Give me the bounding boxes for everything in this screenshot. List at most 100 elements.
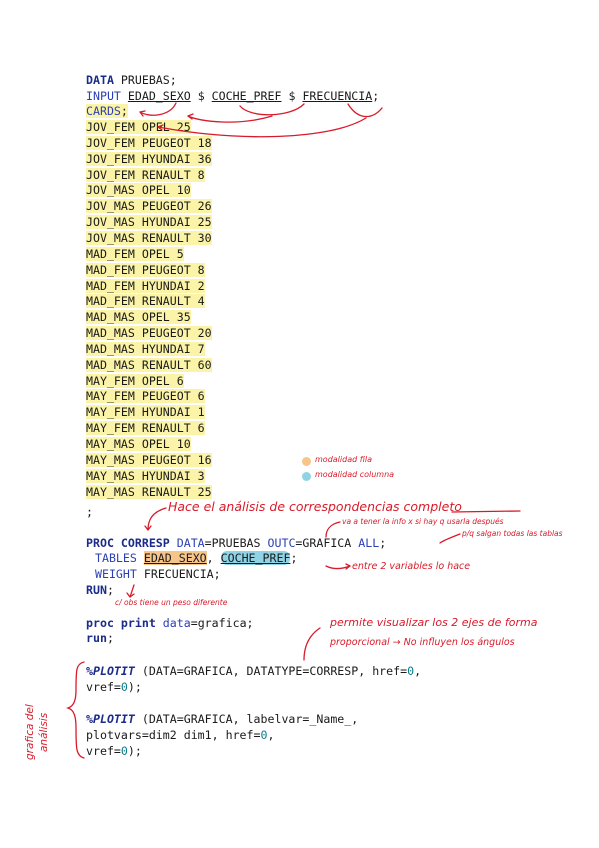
number: 0 bbox=[407, 664, 415, 678]
note-permite-1: permite visualizar los 2 ejes de forma bbox=[330, 616, 538, 629]
data-row: MAD_MAS HYUNDAI 7 bbox=[86, 341, 205, 357]
option-value: =GRAFICA bbox=[295, 536, 359, 550]
data-row-text: MAD_FEM RENAULT 4 bbox=[86, 294, 205, 309]
macro-args: plotvars=dim2 dim1, href= bbox=[86, 728, 261, 742]
data-row: MAD_MAS RENAULT 60 bbox=[86, 357, 212, 373]
data-row-text: JOV_MAS HYUNDAI 25 bbox=[86, 215, 212, 230]
code-line-input: INPUT EDAD_SEXO $ COCHE_PREF $ FRECUENCI… bbox=[86, 89, 379, 104]
weight-variable: FRECUENCIA; bbox=[136, 567, 221, 581]
dollar-sign: $ bbox=[190, 89, 212, 103]
keyword-run: RUN bbox=[86, 583, 107, 597]
var-coche-pref: COCHE_PREF bbox=[211, 89, 282, 103]
legend-fila-dot bbox=[302, 457, 311, 466]
data-row: MAY_MAS OPEL 10 bbox=[86, 437, 191, 452]
data-row: MAY_FEM OPEL 6 bbox=[86, 373, 184, 389]
keyword-proc-corresp: PROC CORRESP bbox=[86, 536, 170, 550]
data-row: JOV_FEM RENAULT 8 bbox=[86, 167, 205, 183]
data-row-text: MAD_FEM PEUGEOT 8 bbox=[86, 262, 205, 277]
column-variable: COCHE_PREF bbox=[220, 551, 291, 565]
code-line-tables: TABLES EDAD_SEXO, COCHE_PREF; bbox=[88, 551, 297, 566]
data-row: MAY_MAS HYUNDAI 3 bbox=[86, 468, 205, 484]
data-row-text: MAD_MAS HYUNDAI 7 bbox=[86, 341, 205, 356]
note-hace: Hace el análisis de correspondencias com… bbox=[168, 499, 462, 514]
data-row-text: MAY_MAS PEUGEOT 16 bbox=[86, 452, 212, 467]
option-data: DATA bbox=[169, 536, 205, 550]
macro-args: vref= bbox=[86, 680, 121, 694]
close-paren: ); bbox=[127, 744, 142, 758]
macro-plotit: %PLOTIT bbox=[86, 664, 135, 678]
note-grafica-1: grafica del bbox=[24, 704, 36, 760]
data-row-text: JOV_MAS RENAULT 30 bbox=[86, 230, 212, 245]
data-row: MAD_MAS OPEL 35 bbox=[86, 310, 191, 325]
note-grafica-2: análisis bbox=[38, 712, 50, 752]
data-row: MAD_FEM HYUNDAI 2 bbox=[86, 278, 205, 294]
data-row: JOV_FEM PEUGEOT 18 bbox=[86, 135, 212, 151]
macro-args: vref= bbox=[86, 744, 121, 758]
macro-args: (DATA=GRAFICA, DATATYPE=CORRESP, href= bbox=[134, 664, 408, 678]
keyword-weight: WEIGHT bbox=[88, 567, 137, 581]
number: 0 bbox=[260, 728, 268, 742]
legend-columna-label: modalidad columna bbox=[315, 470, 395, 479]
code-line-plotit-1a: %PLOTIT (DATA=GRAFICA, DATATYPE=CORRESP,… bbox=[86, 664, 421, 679]
number: 0 bbox=[120, 680, 128, 694]
dollar-sign: $ bbox=[281, 89, 303, 103]
number: 0 bbox=[120, 744, 128, 758]
note-outc: va a tener la info x si hay q usarla des… bbox=[342, 517, 504, 526]
data-row-text: MAD_MAS OPEL 35 bbox=[86, 310, 191, 325]
data-row: JOV_FEM OPEL 25 bbox=[86, 120, 191, 135]
data-row: MAD_FEM OPEL 5 bbox=[86, 246, 184, 262]
code-line-plotit-2a: %PLOTIT (DATA=GRAFICA, labelvar=_Name_, bbox=[86, 712, 358, 727]
macro-args: (DATA=GRAFICA, labelvar=_Name_, bbox=[134, 712, 359, 726]
semicolon: ; bbox=[290, 551, 298, 565]
data-row: MAD_FEM PEUGEOT 8 bbox=[86, 262, 205, 278]
close-paren: ); bbox=[127, 680, 142, 694]
keyword-run: run bbox=[86, 631, 107, 645]
code-line-run-1: RUN; bbox=[86, 583, 114, 598]
data-row-text: MAY_MAS HYUNDAI 3 bbox=[86, 468, 205, 483]
code-line-plotit-2b: plotvars=dim2 dim1, href=0, bbox=[86, 728, 274, 743]
data-row-text: MAD_FEM HYUNDAI 2 bbox=[86, 278, 205, 293]
code-line-weight: WEIGHT FRECUENCIA; bbox=[88, 567, 221, 582]
data-row-text: MAY_FEM HYUNDAI 1 bbox=[86, 405, 205, 420]
keyword-proc-print: proc print bbox=[86, 616, 156, 630]
data-row-text: MAD_MAS PEUGEOT 20 bbox=[86, 326, 212, 341]
note-peso: c/ obs tiene un peso diferente bbox=[115, 598, 228, 607]
semicolon: ; bbox=[106, 631, 114, 645]
code-line-proc-corresp: PROC CORRESP DATA=PRUEBAS OUTC=GRAFICA A… bbox=[86, 536, 386, 551]
data-row-text: MAY_MAS RENAULT 25 bbox=[86, 484, 212, 499]
note-all: p/q salgan todas las tablas bbox=[462, 529, 563, 538]
code-line-plotit-2c: vref=0); bbox=[86, 744, 142, 759]
note-permite-2: proporcional → No influyen los ángulos bbox=[330, 637, 515, 648]
code-line-proc-print: proc print data=grafica; bbox=[86, 616, 254, 631]
semicolon: ; bbox=[106, 583, 114, 597]
data-row-text: MAD_MAS RENAULT 60 bbox=[86, 357, 212, 372]
data-row: JOV_MAS HYUNDAI 25 bbox=[86, 215, 212, 230]
code-line-end-semicolon: ; bbox=[86, 505, 93, 520]
data-row: MAY_MAS RENAULT 25 bbox=[86, 484, 212, 500]
option-data: data bbox=[155, 616, 191, 630]
code-line-run-2: run; bbox=[86, 631, 114, 646]
data-row-text: MAY_FEM PEUGEOT 6 bbox=[86, 389, 205, 404]
keyword-data: DATA bbox=[86, 73, 114, 87]
code-line-plotit-1b: vref=0); bbox=[86, 680, 142, 695]
data-row-text: MAY_FEM OPEL 6 bbox=[86, 373, 184, 388]
data-row-text: MAD_FEM OPEL 5 bbox=[86, 246, 184, 261]
data-row: MAY_FEM HYUNDAI 1 bbox=[86, 405, 205, 420]
data-row-text: JOV_FEM HYUNDAI 36 bbox=[86, 151, 212, 166]
keyword-input: INPUT bbox=[86, 89, 121, 103]
data-row: MAY_FEM PEUGEOT 6 bbox=[86, 389, 205, 404]
legend-fila-label: modalidad fila bbox=[315, 455, 373, 464]
note-entre: entre 2 variables lo hace bbox=[352, 561, 471, 572]
data-row: MAD_FEM RENAULT 4 bbox=[86, 294, 205, 309]
comma: , bbox=[267, 728, 275, 742]
var-frecuencia: FRECUENCIA bbox=[302, 89, 373, 103]
var-edad-sexo: EDAD_SEXO bbox=[127, 89, 191, 103]
data-row-text: MAY_FEM RENAULT 6 bbox=[86, 421, 205, 436]
option-value: =PRUEBAS bbox=[204, 536, 268, 550]
data-row: MAD_MAS PEUGEOT 20 bbox=[86, 326, 212, 341]
data-row-text: JOV_FEM RENAULT 8 bbox=[86, 167, 205, 182]
data-row-text: JOV_FEM PEUGEOT 18 bbox=[86, 135, 212, 150]
data-row: MAY_MAS PEUGEOT 16 bbox=[86, 452, 212, 468]
data-row: JOV_MAS RENAULT 30 bbox=[86, 230, 212, 246]
